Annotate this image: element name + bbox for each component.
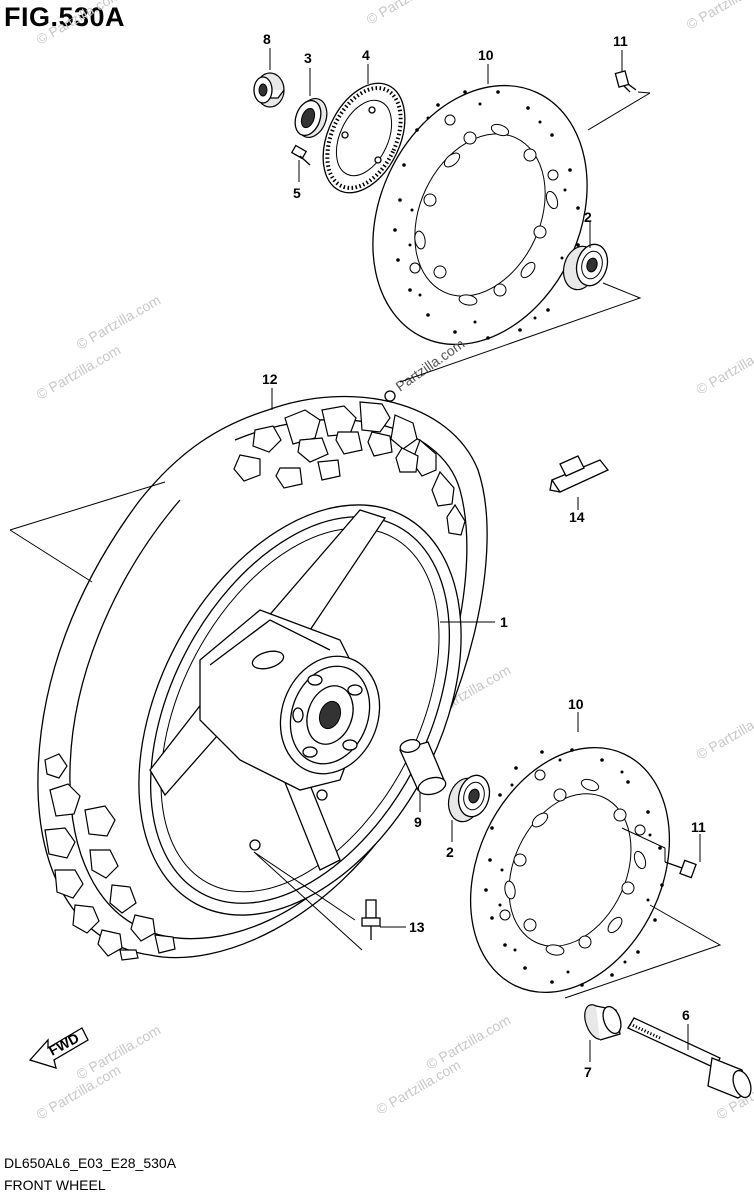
- leader-lines-lower: [564, 827, 722, 999]
- pad-spring: [549, 455, 610, 493]
- figure-name: FRONT WHEEL: [4, 1177, 106, 1193]
- callout-1: 1: [500, 614, 508, 630]
- callout-6: 6: [682, 1007, 690, 1023]
- leader-lines-upper: [399, 91, 651, 383]
- watermark-text: © Partzilla.com: [374, 1057, 464, 1118]
- brake-disc-lower: [469, 747, 671, 993]
- watermark-text: © Partzilla.com: [694, 337, 754, 398]
- front-axle: [627, 1017, 752, 1099]
- disc-bolt-upper: [614, 70, 637, 93]
- wheel-rim: [138, 504, 462, 916]
- watermark-text: © Partzilla.com: [694, 702, 754, 763]
- disc-bolt-lower: [664, 859, 697, 879]
- callout-2b: 2: [446, 844, 454, 860]
- watermark-text: © Partzilla.com: [424, 1012, 514, 1073]
- callout-10a: 10: [478, 47, 494, 63]
- axle-collar: [584, 1004, 622, 1041]
- callout-group: 8 3 4 5 10 11 2 12 14 1 10 9 2 11 13 6 7: [262, 31, 706, 1080]
- spacer-collar: [253, 72, 285, 108]
- drawing-code: DL650AL6_E03_E28_530A: [4, 1155, 177, 1171]
- figure-title: FIG.530A: [4, 2, 126, 32]
- oil-seal: [294, 98, 328, 138]
- watermark-text: © Partzilla.com: [34, 342, 124, 403]
- callout-7: 7: [584, 1064, 592, 1080]
- wheel-bearing-upper: [562, 243, 609, 291]
- tire-valve: [361, 899, 381, 940]
- callout-12: 12: [262, 371, 278, 387]
- brake-disc-upper: [372, 84, 588, 346]
- wheel-bearing-lower: [447, 774, 491, 823]
- watermark-brand: Partzilla.com: [393, 335, 468, 394]
- watermark-text: © Partzilla.com: [364, 0, 454, 28]
- watermark-text: © Partzilla.com: [74, 292, 164, 353]
- sensor-screw: [290, 144, 311, 166]
- callout-11b: 11: [691, 819, 706, 835]
- watermark-text: © Partzilla.com: [684, 0, 754, 33]
- callout-4: 4: [362, 47, 370, 63]
- sensor-rotor: [322, 82, 406, 194]
- callout-3: 3: [304, 50, 312, 66]
- callout-2a: 2: [584, 209, 592, 225]
- fwd-arrow-icon: FWD: [28, 1027, 89, 1069]
- spacer-tube: [399, 739, 447, 796]
- callout-14: 14: [569, 509, 585, 525]
- leader-lines-wheel: [9, 481, 495, 951]
- callout-9: 9: [414, 814, 422, 830]
- callout-11a: 11: [613, 33, 628, 49]
- callout-5: 5: [293, 185, 301, 201]
- watermark-text: © Partzilla.com: [34, 0, 124, 48]
- callout-10b: 10: [568, 696, 584, 712]
- callout-8: 8: [263, 31, 271, 47]
- callout-13: 13: [409, 919, 425, 935]
